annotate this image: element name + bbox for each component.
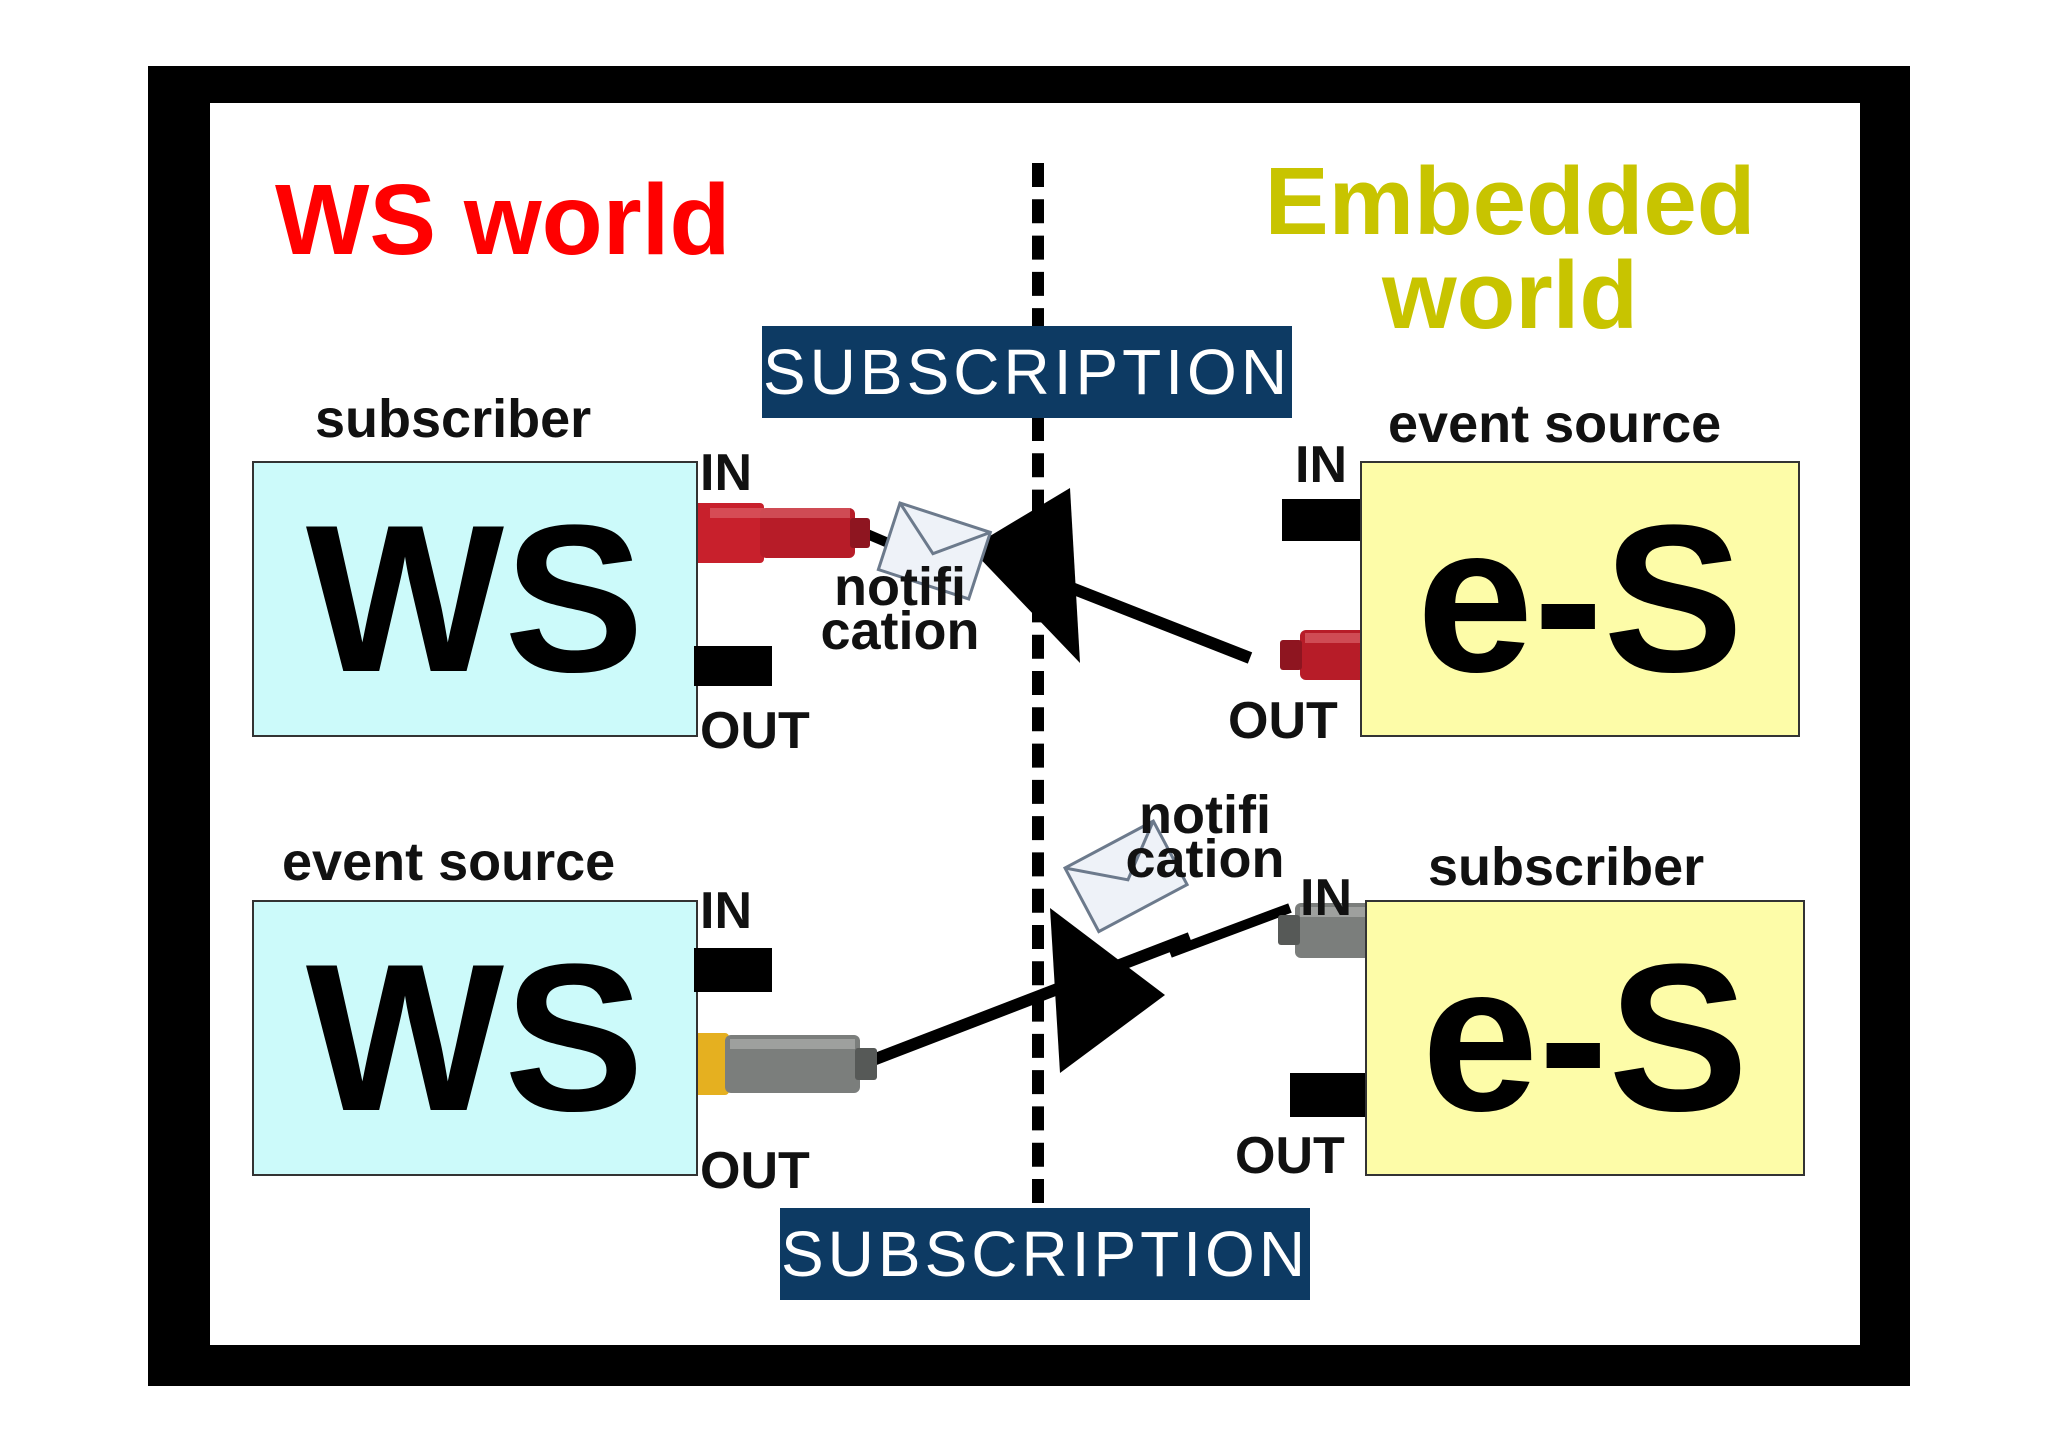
bottom-arrowhead [1050,908,1165,1073]
bottom-left-in-stub [694,948,772,992]
subscription-banner-top: SUBSCRIPTION [762,326,1292,418]
bottom-right-role-label: subscriber [1428,837,1705,897]
envelope-icon-top [876,501,993,601]
top-left-out-label: OUT [700,702,810,760]
ws-event-source-box: WS [252,900,698,1176]
bottom-wire-short [1168,903,1292,958]
diagram-canvas: WS world Embedded world SUBSCRIPTION SUB… [210,103,1860,1345]
notification-bottom-line2: cation [1125,829,1285,889]
es-event-source-box: e-S [1360,461,1800,737]
ws-world-title: WS world [275,164,731,276]
ws-subscriber-box: WS [252,461,698,737]
top-arrowhead [970,488,1080,663]
notification-label-bottom: notifi cation [1090,785,1320,889]
embedded-world-title: Embedded world [1264,148,1756,349]
world-divider [1032,163,1044,1203]
top-right-in-label: IN [1295,436,1347,494]
subscription-banner-bottom: SUBSCRIPTION [780,1208,1310,1300]
plug-red-ws-in [694,503,870,563]
notification-label-top: notifi cation [790,557,1010,661]
bottom-left-in-label: IN [700,882,752,940]
notification-top-line1: notifi [834,557,966,617]
bottom-wire [857,932,1193,1071]
top-left-role-label: subscriber [315,389,592,449]
bottom-right-in-label: IN [1300,869,1352,927]
top-left-in-label: IN [700,444,752,502]
es-subscriber-box: e-S [1365,900,1805,1176]
bottom-right-out-label: OUT [1235,1127,1345,1185]
diagram-frame: WS world Embedded world SUBSCRIPTION SUB… [148,66,1910,1386]
plug-gray-ws-out [694,1033,877,1095]
top-right-role-label: event source [1388,394,1722,454]
envelope-icon-bottom [1062,819,1190,934]
bottom-left-role-label: event source [282,832,616,892]
top-right-out-label: OUT [1228,692,1338,750]
notification-bottom-line1: notifi [1139,785,1271,845]
top-right-in-stub [1282,499,1360,541]
top-left-out-stub [694,646,772,686]
notification-top-line2: cation [820,601,980,661]
bottom-left-out-label: OUT [700,1142,810,1200]
bottom-right-out-stub [1290,1073,1365,1117]
